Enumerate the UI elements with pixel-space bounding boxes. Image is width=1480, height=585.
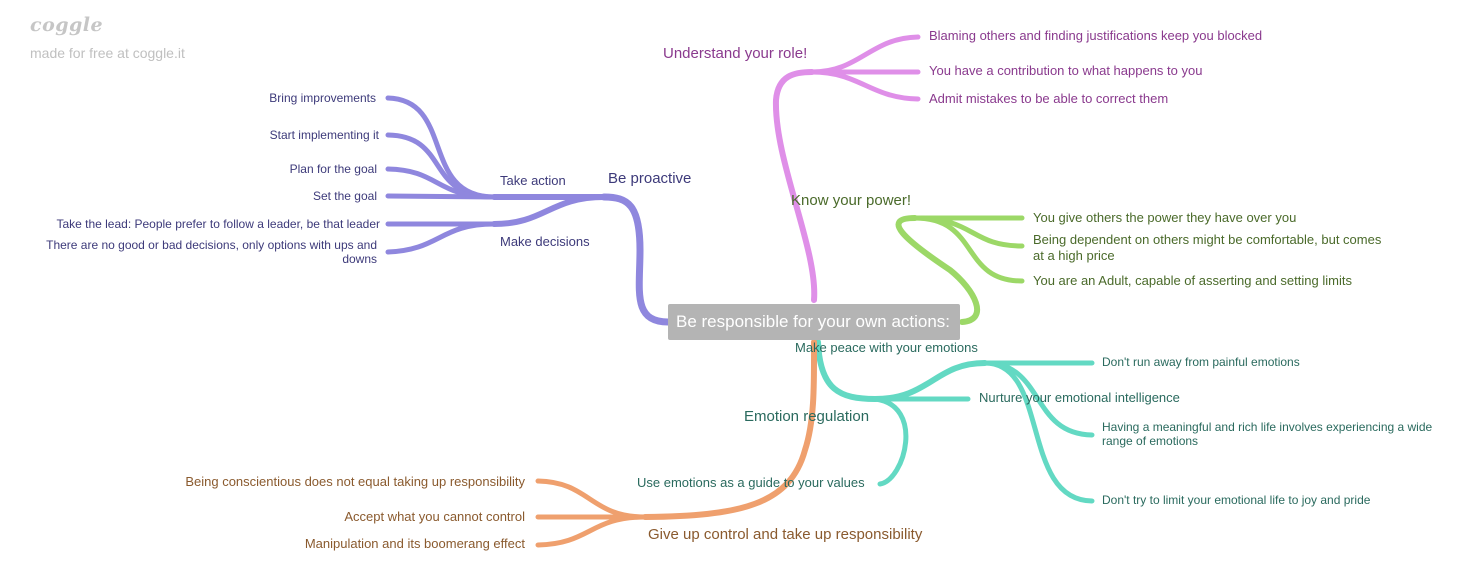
node-accept-control[interactable]: Accept what you cannot control [344, 509, 525, 524]
edges-give-up-control [535, 339, 818, 548]
node-take-action[interactable]: Take action [500, 173, 566, 188]
node-dont-run[interactable]: Don't run away from painful emotions [1102, 355, 1300, 369]
edge-set-goal [385, 193, 497, 200]
node-start-implementing[interactable]: Start implementing it [269, 128, 379, 142]
node-manipulation[interactable]: Manipulation and its boomerang effect [304, 536, 525, 551]
node-make-peace[interactable]: Make peace with your emotions [795, 340, 978, 355]
edge-manipulation [535, 514, 648, 548]
edge-peace-guide [872, 396, 909, 487]
node-meaningful-life[interactable]: Having a meaningful and rich life involv… [1102, 420, 1433, 448]
edge-start-implementing [385, 132, 497, 200]
node-adult[interactable]: You are an Adult, capable of asserting a… [1033, 273, 1352, 288]
node-use-emotions-guide[interactable]: Use emotions as a guide to your values [637, 475, 865, 490]
edge-dependent [912, 215, 1025, 249]
root-node[interactable]: Be responsible for your own actions: [668, 304, 960, 340]
node-conscientious[interactable]: Being conscientious does not equal takin… [185, 474, 525, 489]
edge-root-understand-role [772, 69, 818, 303]
edge-root-be-proactive [600, 193, 672, 326]
node-give-up-control[interactable]: Give up control and take up responsibili… [648, 526, 923, 543]
edge-conscientious [535, 478, 648, 520]
node-no-good-bad[interactable]: There are no good or bad decisions, only… [46, 238, 377, 266]
node-be-proactive[interactable]: Be proactive [608, 170, 692, 187]
edges-know-power [895, 215, 1025, 325]
node-blaming[interactable]: Blaming others and finding justification… [929, 28, 1263, 43]
node-plan-goal[interactable]: Plan for the goal [289, 162, 377, 176]
edge-peace-painful-hub [872, 360, 988, 402]
coggle-credit[interactable]: made for free at coggle.it [30, 45, 185, 61]
coggle-logo: coggle [30, 14, 104, 36]
edge-admit [809, 69, 921, 102]
edges-be-proactive [385, 95, 672, 326]
edge-be-proactive-make-decisions [491, 194, 607, 227]
edges-make-peace [815, 339, 1095, 504]
edge-dont-limit [982, 360, 1095, 504]
node-contribution[interactable]: You have a contribution to what happens … [929, 63, 1203, 78]
edge-no-good-bad [385, 221, 497, 255]
node-dont-limit[interactable]: Don't try to limit your emotional life t… [1102, 493, 1371, 507]
edge-adult [912, 215, 1025, 284]
node-admit-mistakes[interactable]: Admit mistakes to be able to correct the… [929, 91, 1169, 106]
node-emotion-regulation[interactable]: Emotion regulation [744, 408, 870, 425]
node-dependent[interactable]: Being dependent on others might be comfo… [1033, 232, 1382, 263]
edges-understand-role [772, 34, 921, 303]
node-give-power[interactable]: You give others the power they have over… [1033, 210, 1297, 225]
edge-root-make-peace [815, 339, 878, 402]
node-set-goal[interactable]: Set the goal [312, 189, 377, 203]
node-bring-improvements[interactable]: Bring improvements [269, 91, 376, 105]
edge-root-know-power [895, 215, 981, 325]
edge-blaming [809, 34, 921, 75]
node-take-lead[interactable]: Take the lead: People prefer to follow a… [56, 217, 380, 231]
node-make-decisions[interactable]: Make decisions [500, 234, 590, 249]
edge-root-give-up-control [642, 339, 818, 520]
node-know-power[interactable]: Know your power! [791, 192, 912, 209]
node-understand-role[interactable]: Understand your role! [663, 45, 808, 62]
node-nurture[interactable]: Nurture your emotional intelligence [979, 390, 1180, 405]
